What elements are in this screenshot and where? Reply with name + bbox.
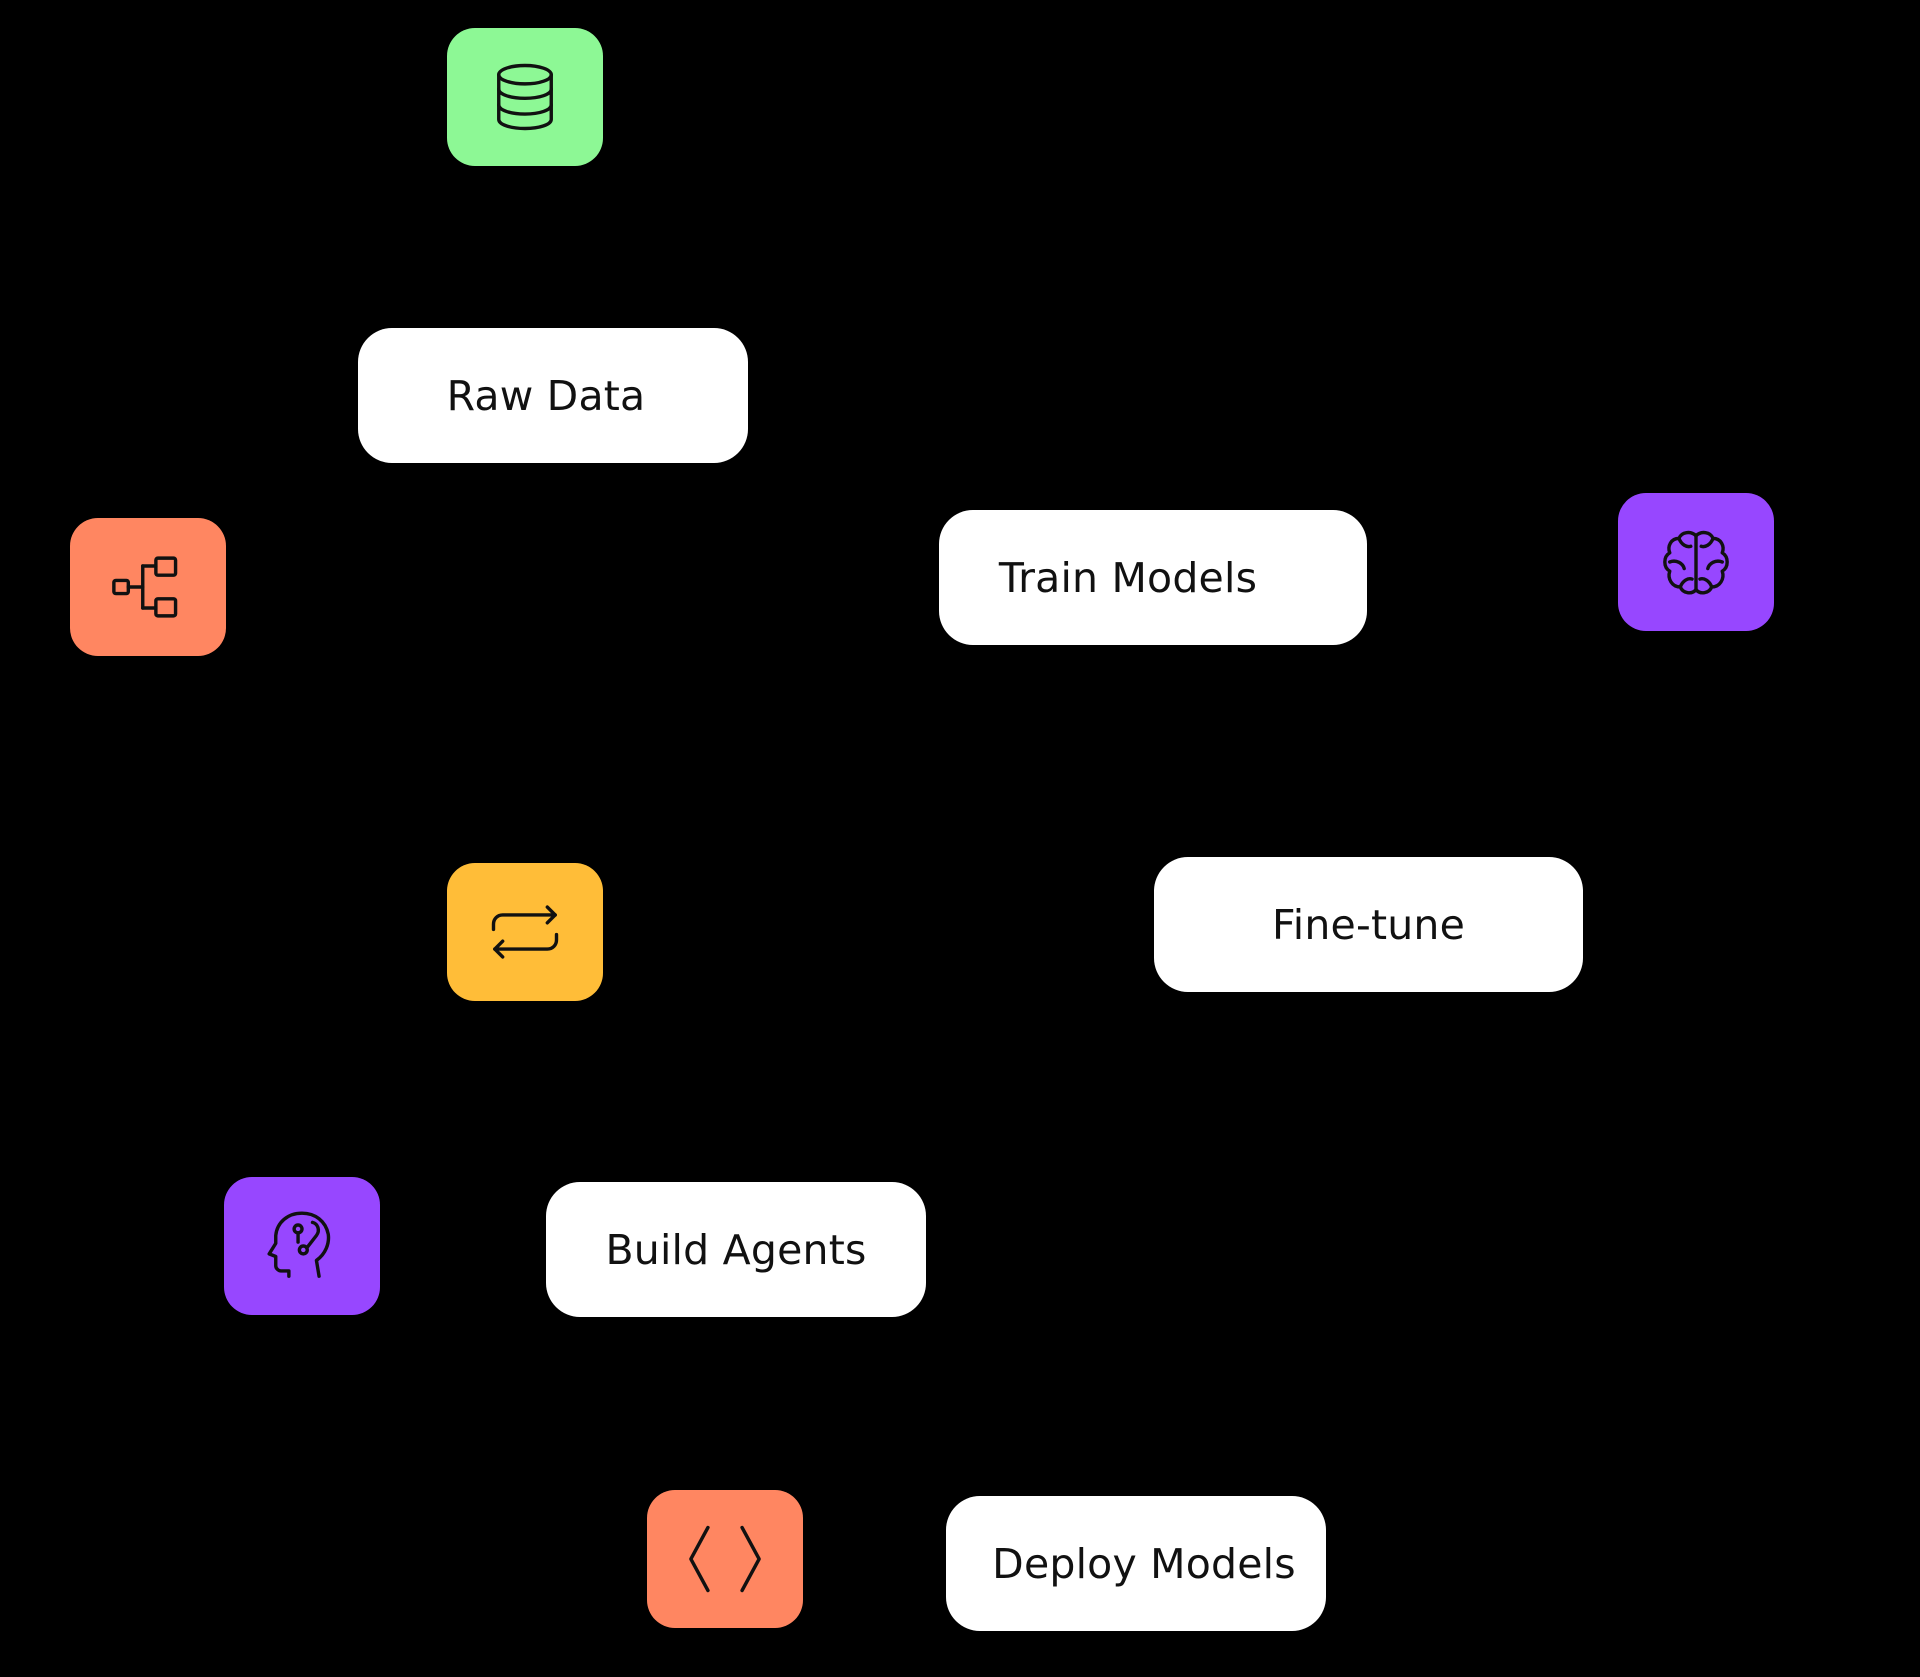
build-agents-label: Build Agents bbox=[546, 1182, 926, 1317]
hierarchy-tile bbox=[70, 518, 226, 656]
build-agents-text: Build Agents bbox=[605, 1225, 867, 1274]
database-tile bbox=[447, 28, 603, 166]
train-models-text: Train Models bbox=[998, 553, 1258, 602]
fine-tune-label: Fine-tune bbox=[1154, 857, 1583, 992]
raw-data-label: Raw Data bbox=[358, 328, 748, 463]
sync-icon bbox=[491, 905, 559, 959]
sync-tile bbox=[447, 863, 603, 1001]
hierarchy-icon bbox=[112, 556, 178, 618]
database-icon bbox=[497, 63, 553, 131]
ai-head-icon bbox=[267, 1211, 331, 1278]
fine-tune-text: Fine-tune bbox=[1271, 900, 1466, 949]
brain-tile bbox=[1618, 493, 1774, 631]
ai-head-tile bbox=[224, 1177, 380, 1315]
deploy-models-label: Deploy Models bbox=[946, 1496, 1326, 1631]
brain-icon bbox=[1663, 530, 1729, 595]
raw-data-text: Raw Data bbox=[446, 371, 646, 420]
train-models-label: Train Models bbox=[939, 510, 1367, 645]
deploy-models-text: Deploy Models bbox=[992, 1539, 1296, 1588]
code-brackets-icon bbox=[689, 1525, 761, 1593]
code-tile bbox=[647, 1490, 803, 1628]
